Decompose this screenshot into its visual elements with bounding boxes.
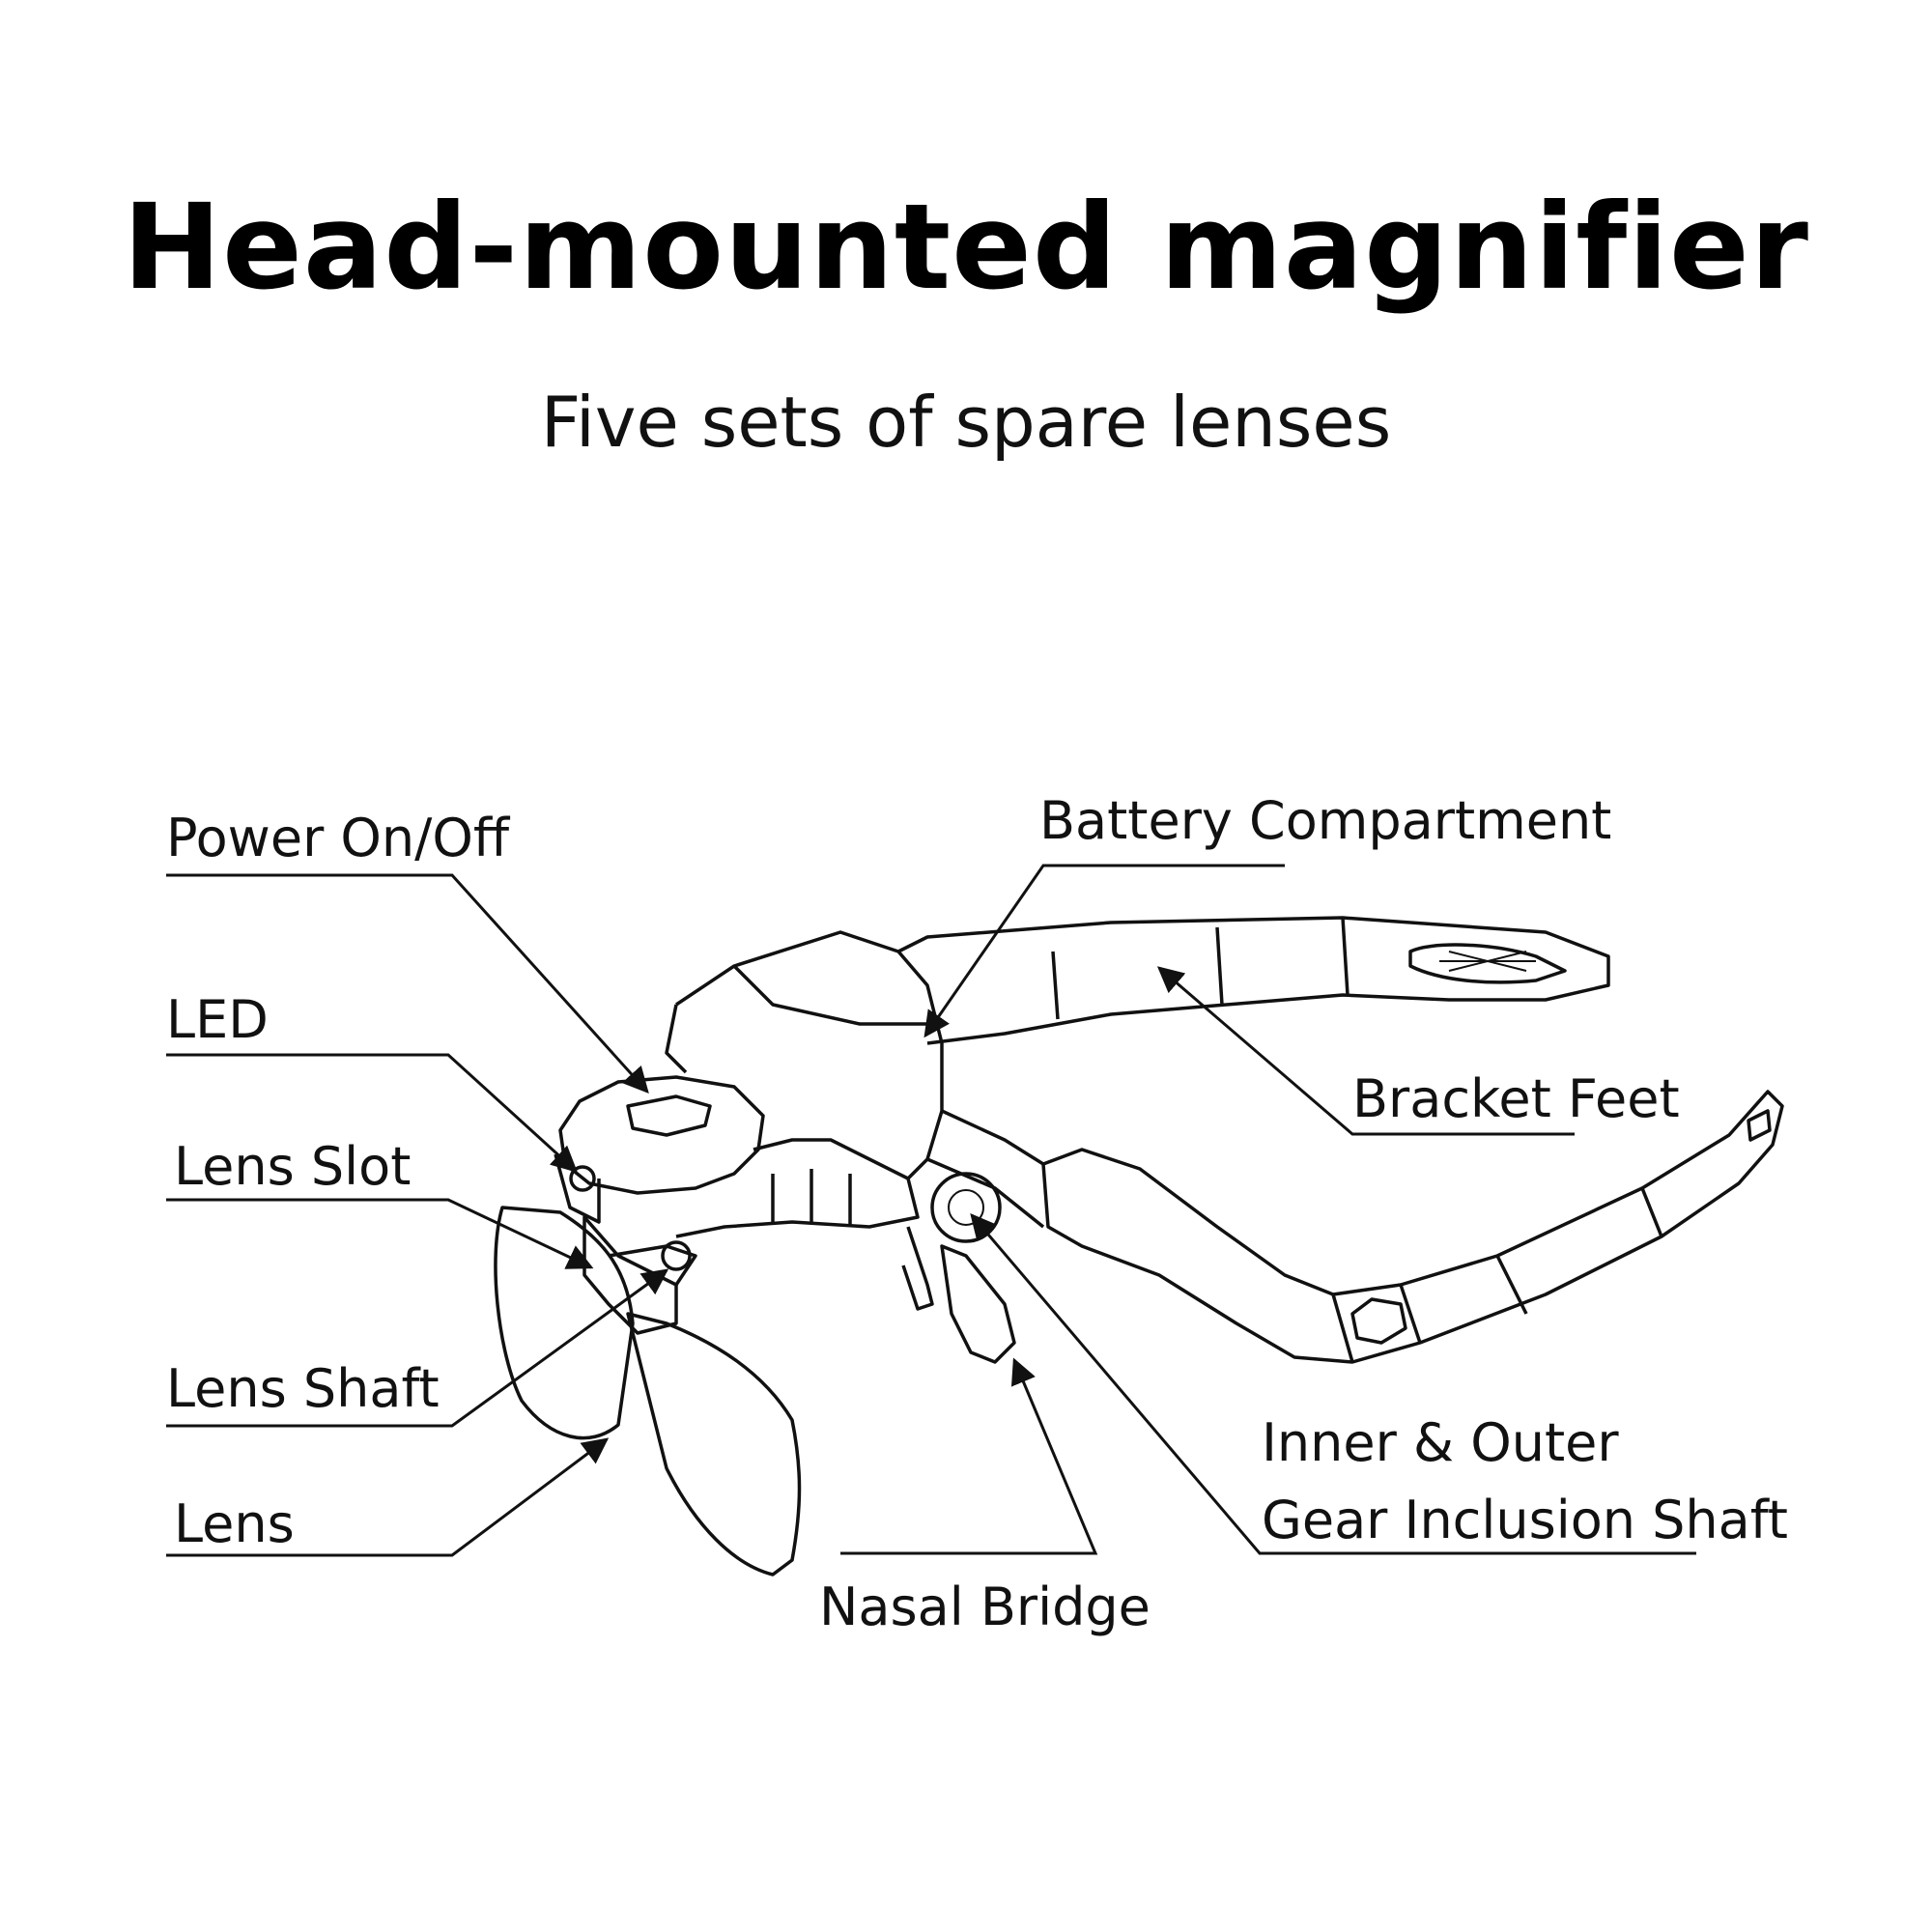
gear-shaft-shape xyxy=(930,1172,1002,1243)
leader-battery xyxy=(923,864,1285,1038)
leader-lens-shaft xyxy=(166,1268,669,1428)
leader-nasal xyxy=(840,1357,1098,1555)
label-lens-slot: Lens Slot xyxy=(174,1136,411,1197)
leader-gear xyxy=(970,1212,1696,1555)
leader-lens-slot xyxy=(166,1198,594,1269)
leader-power xyxy=(166,873,649,1094)
leader-led xyxy=(166,1053,578,1173)
page-title: Head-mounted magnifier xyxy=(123,179,1809,316)
label-gear-line1: Inner & Outer xyxy=(1262,1412,1619,1473)
lens-shape-right xyxy=(626,1312,802,1577)
label-lens: Lens xyxy=(174,1493,295,1554)
label-lens-shaft: Lens Shaft xyxy=(166,1358,440,1419)
label-bracket: Bracket Feet xyxy=(1352,1068,1680,1129)
magnifier-illustration xyxy=(494,916,1784,1577)
label-led: LED xyxy=(166,989,269,1050)
label-power: Power On/Off xyxy=(166,808,511,868)
page-subtitle: Five sets of spare lenses xyxy=(540,382,1392,463)
lens-shape-left xyxy=(494,1206,635,1440)
leader-lines xyxy=(166,864,1696,1557)
leader-bracket xyxy=(1156,966,1575,1136)
label-nasal: Nasal Bridge xyxy=(819,1577,1151,1637)
leader-lens xyxy=(166,1437,610,1557)
label-gear-line2: Gear Inclusion Shaft xyxy=(1262,1490,1788,1550)
label-battery: Battery Compartment xyxy=(1039,790,1611,851)
